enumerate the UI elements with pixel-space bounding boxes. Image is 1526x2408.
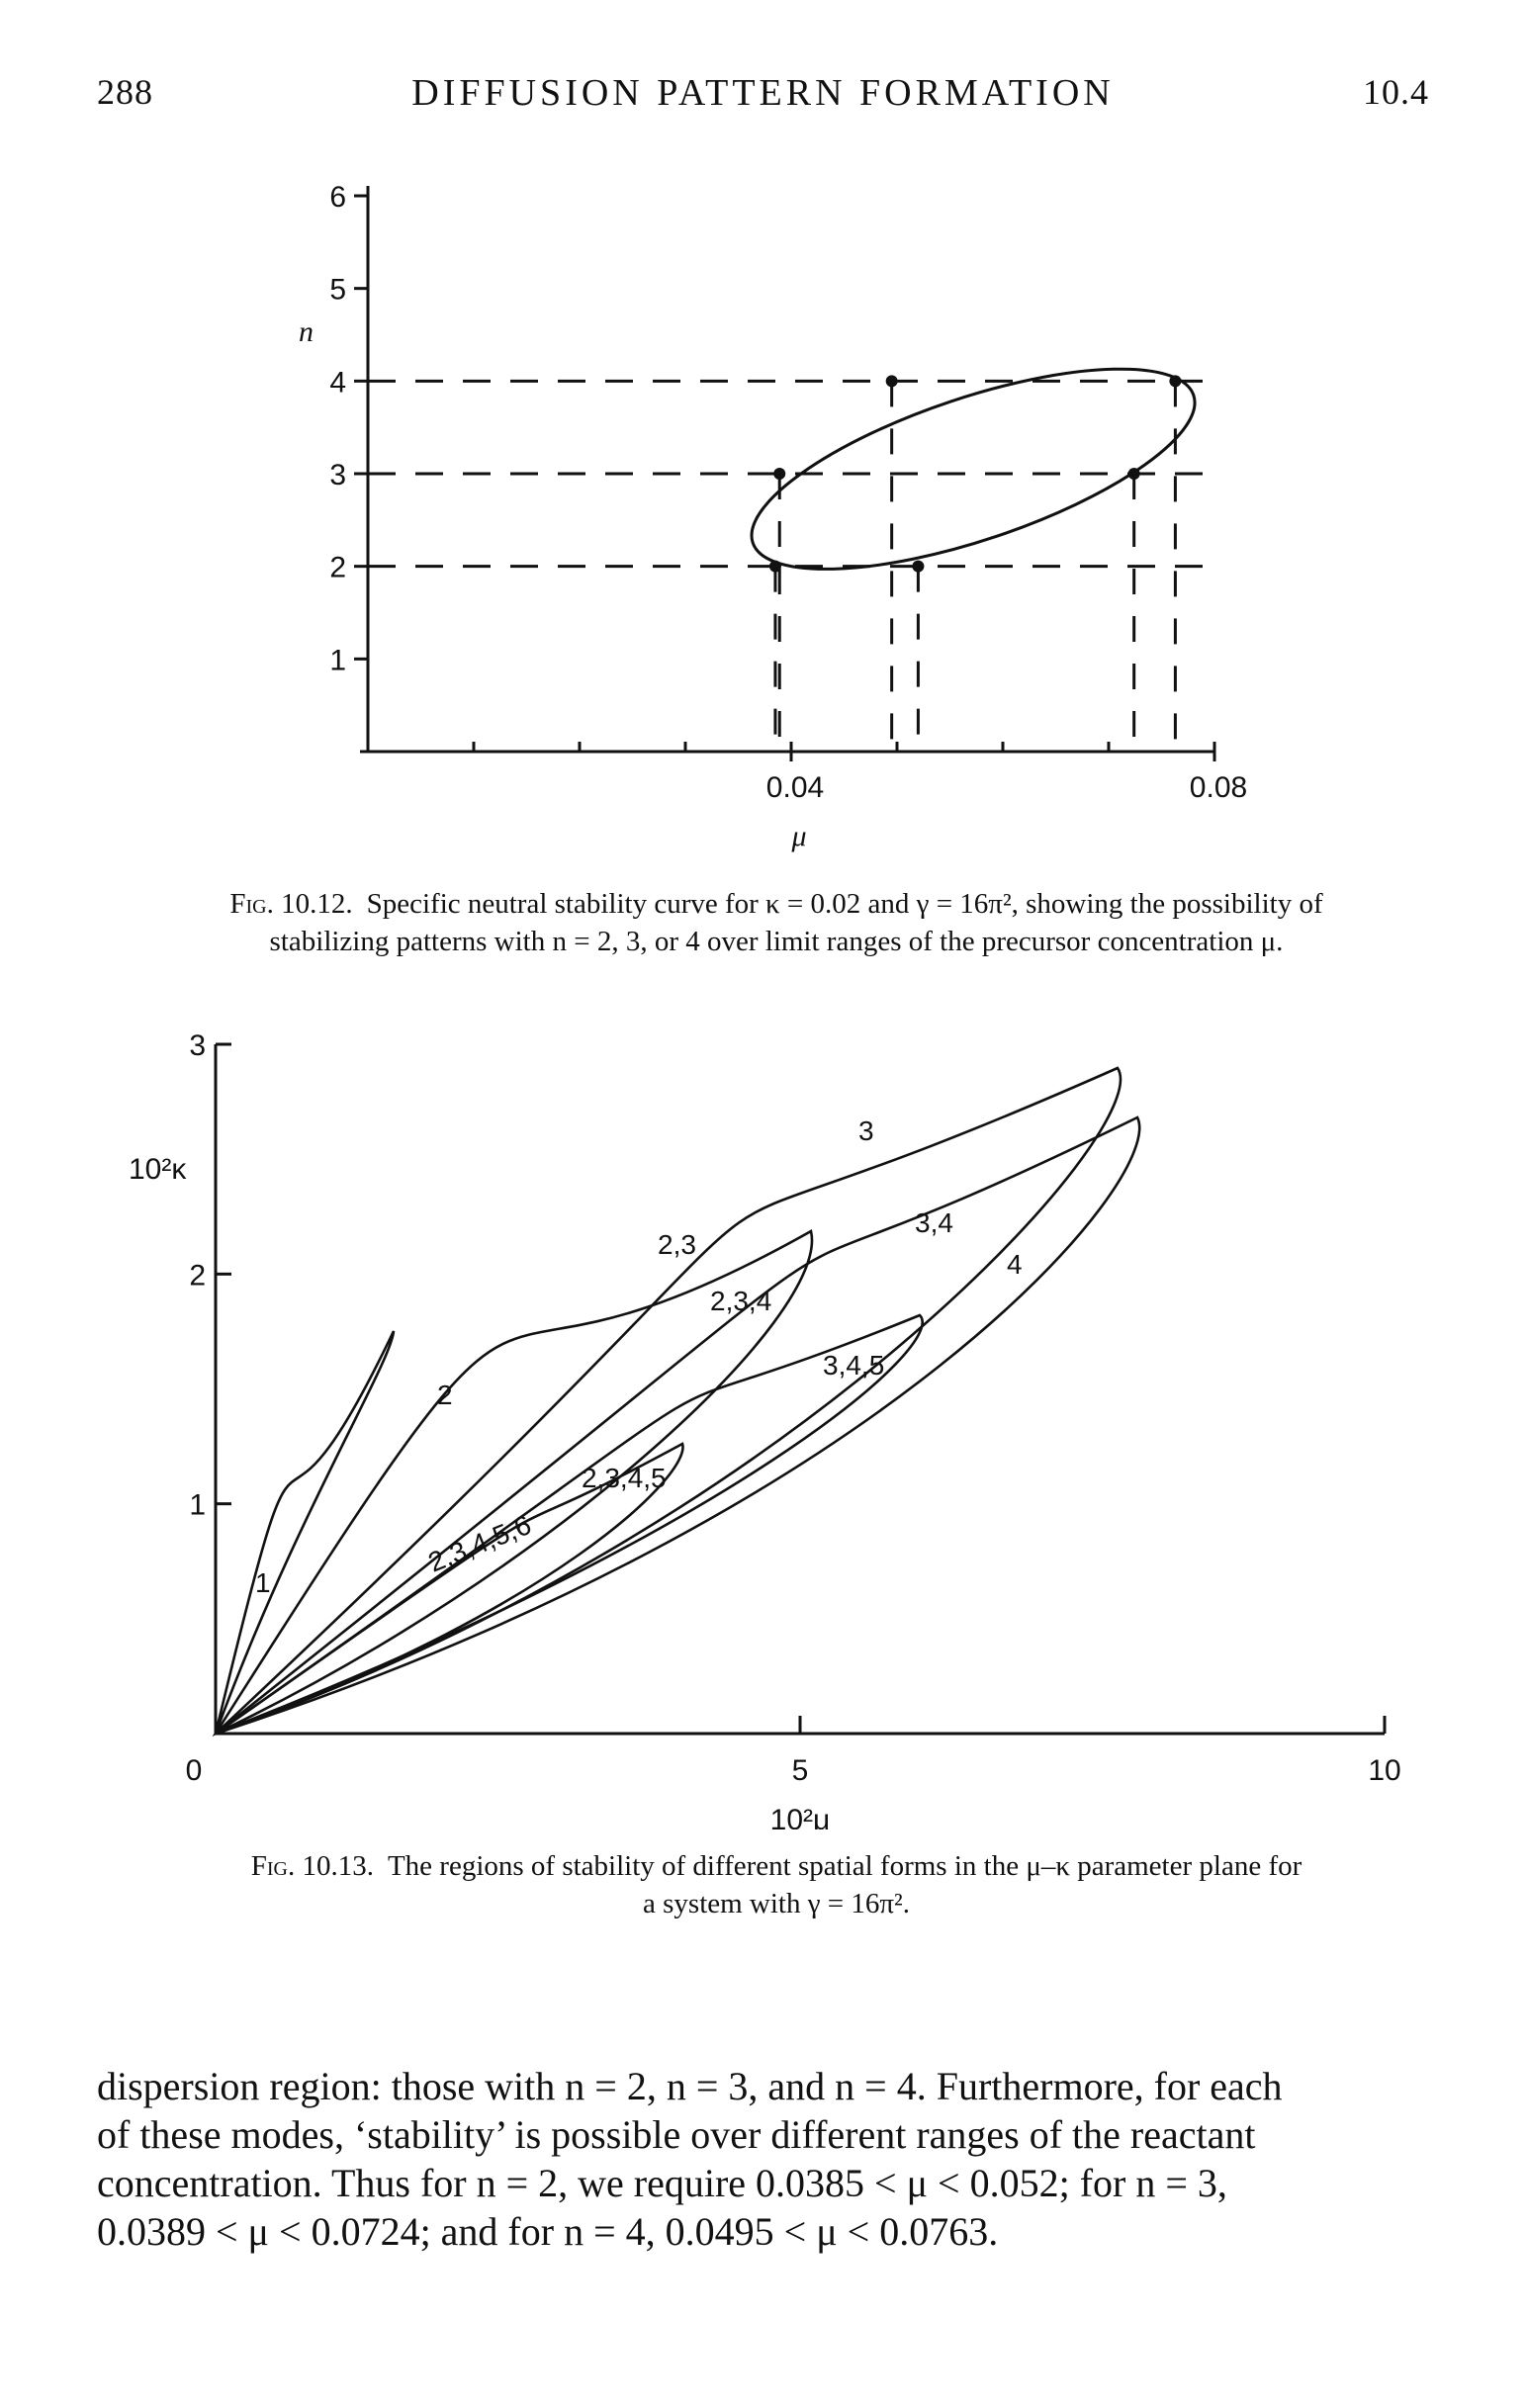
fig13-region-label: 2,3 [658, 1229, 696, 1260]
fig12-limit-point [912, 560, 925, 573]
fig13-caption: Fig. 10.13. The regions of stability of d… [119, 1847, 1434, 1922]
fig13-y-tick-label: 3 [189, 1029, 206, 1062]
fig13-region-n2 [212, 1229, 814, 1738]
fig12-stability-curve [750, 367, 1197, 571]
body-line-3: concentration. Thus for n = 2, we requir… [97, 2161, 1227, 2205]
fig12-caption-line2: stabilizing patterns with n = 2, 3, or 4… [269, 926, 1284, 957]
fig12-limit-point [768, 560, 781, 573]
body-paragraph: dispersion region: those with n = 2, n =… [97, 2062, 1427, 2256]
fig13-region-n4 [215, 1115, 1141, 1736]
fig13-region-label: 3,4,5 [823, 1350, 884, 1381]
fig12-limit-point [885, 375, 898, 388]
fig13-x-tick-label: 5 [792, 1754, 809, 1787]
fig12-y-tick-label: 2 [329, 552, 346, 584]
fig12-x-tick-label: 0.04 [766, 771, 824, 804]
fig12-x-axis-label: μ [790, 820, 806, 852]
fig12-limit-point [773, 468, 786, 480]
fig13-region-label: 1 [255, 1567, 271, 1598]
fig13-region-n6 [215, 1442, 684, 1736]
fig13-caption-line2: a system with γ = 16π². [643, 1888, 910, 1919]
fig13-x-tick-label: 0 [186, 1754, 203, 1787]
body-line-2: of these modes, ‘stability’ is possible … [97, 2112, 1256, 2157]
figure-10-12: 1 2 3 4 5 6 0.04 0.08 n μ [0, 0, 1526, 870]
fig13-x-axis-label: 10²μ [770, 1804, 831, 1829]
fig13-y-tick-label: 1 [189, 1489, 206, 1522]
fig13-region-label: 3,4 [915, 1207, 953, 1238]
fig13-region-label: 2,3,4 [710, 1286, 771, 1316]
body-line-4: 0.0389 < μ < 0.0724; and for n = 4, 0.04… [97, 2209, 999, 2254]
fig12-limit-point [1169, 375, 1182, 388]
fig12-caption-number: Fig. 10.12. [229, 888, 353, 920]
fig13-region-label: 4 [1007, 1249, 1023, 1280]
fig13-y-tick-label: 2 [189, 1259, 206, 1292]
fig12-y-tick-label: 4 [329, 366, 346, 399]
fig12-x-tick-label: 0.08 [1190, 771, 1247, 804]
fig13-y-axis-label: 10²κ [129, 1153, 187, 1186]
fig13-caption-line1: The regions of stability of different sp… [387, 1850, 1302, 1882]
body-line-1: dispersion region: those with n = 2, n =… [97, 2064, 1283, 2108]
fig13-caption-number: Fig. 10.13. [250, 1850, 374, 1882]
fig12-caption-line1: Specific neutral stability curve for κ =… [366, 888, 1323, 920]
section-number: 10.4 [1363, 72, 1429, 112]
fig13-region-n5 [215, 1313, 924, 1736]
fig13-region-label: 2,3,4,5 [582, 1463, 667, 1493]
fig12-y-tick-label: 6 [329, 181, 346, 214]
page-number: 288 [97, 72, 153, 112]
fig13-region-n1 [214, 1330, 396, 1735]
fig12-y-axis-label: n [299, 315, 314, 348]
fig12-y-tick-label: 3 [329, 459, 346, 491]
fig12-y-tick-label: 1 [329, 644, 346, 676]
running-head: DIFFUSION PATTERN FORMATION [411, 72, 1115, 114]
fig12-y-tick-label: 5 [329, 274, 346, 307]
fig13-region-label: 2 [437, 1380, 453, 1410]
fig12-caption: Fig. 10.12. Specific neutral stability cu… [119, 885, 1434, 960]
fig12-limit-point [1127, 468, 1140, 480]
fig12-chart: 1 2 3 4 5 6 0.04 0.08 n μ [299, 181, 1247, 852]
fig13-region-label: 3 [858, 1115, 874, 1146]
fig13-x-tick-label: 10 [1368, 1754, 1400, 1787]
fig13-region-n3 [215, 1066, 1122, 1736]
